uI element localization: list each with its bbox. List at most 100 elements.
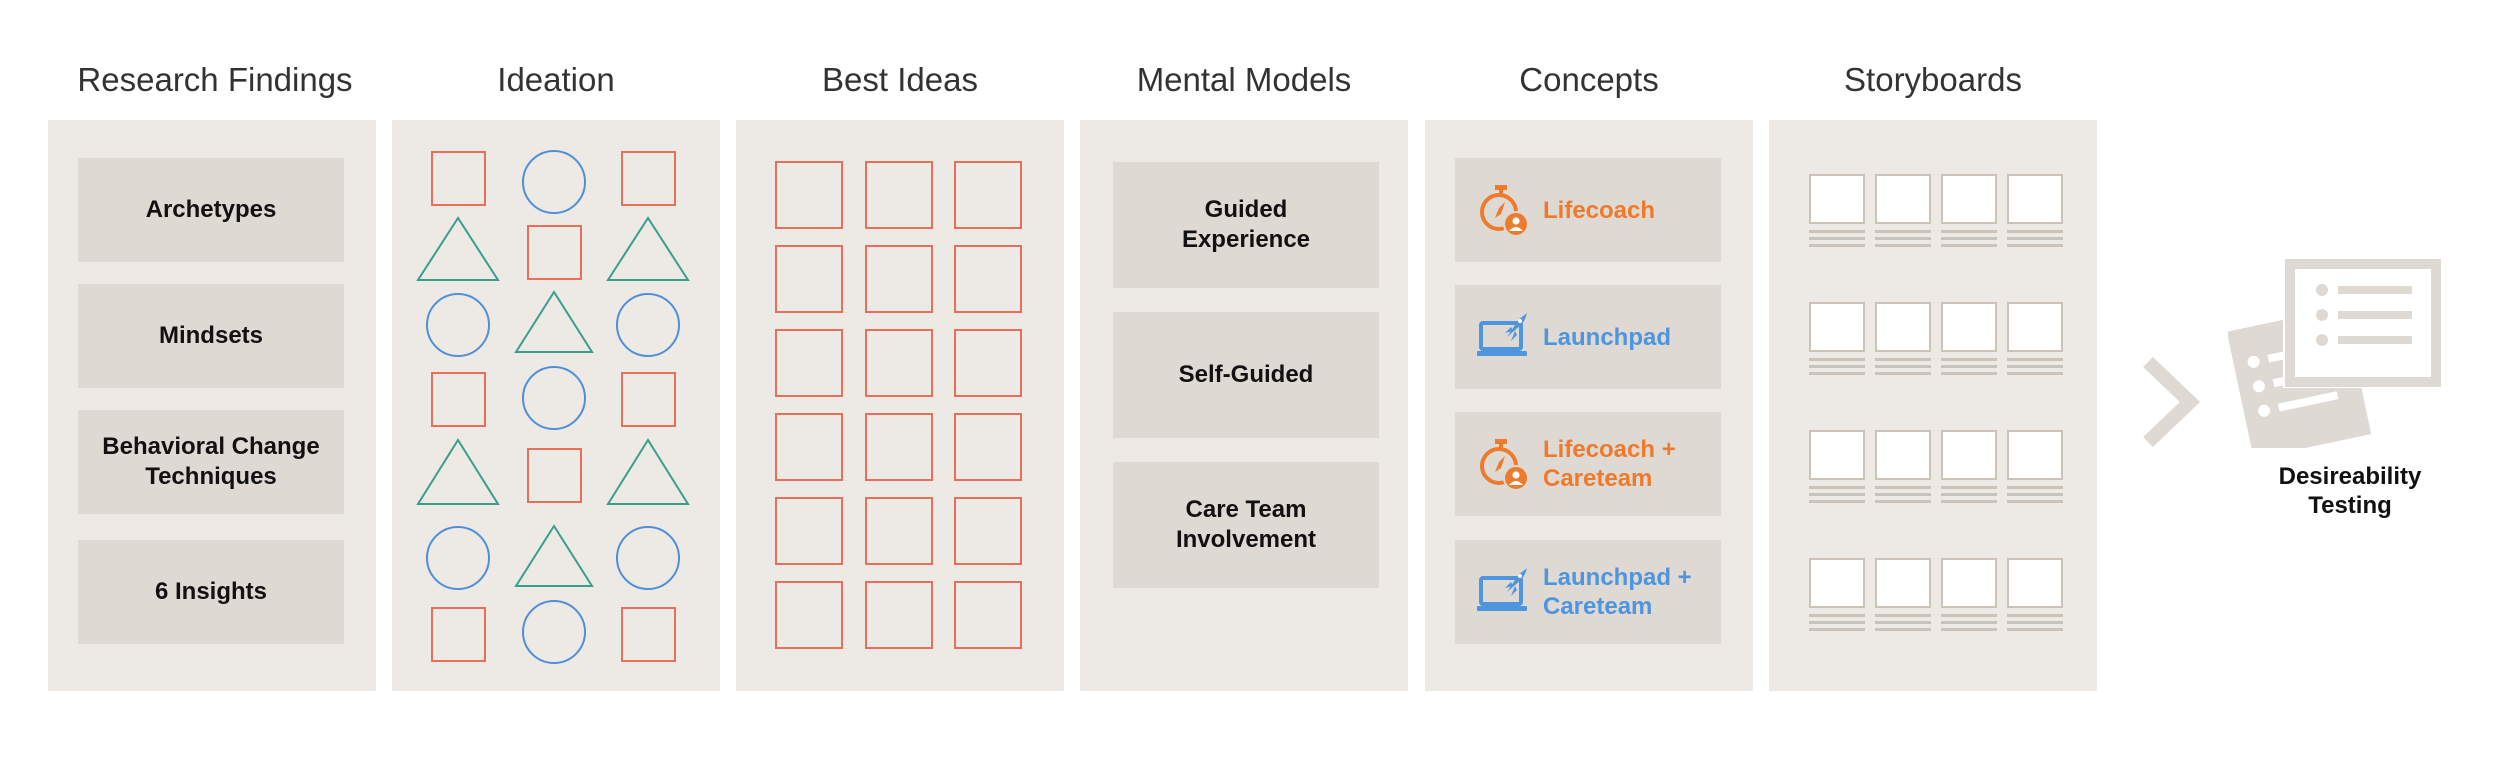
storyboard-frame: [1875, 430, 1931, 480]
idea-circle: [522, 600, 586, 664]
idea-circle: [616, 293, 680, 357]
storyboard-caption-line: [2007, 621, 2063, 624]
storyboard-frame: [2007, 174, 2063, 224]
concept-label-lifecoach: Lifecoach: [1543, 196, 1656, 224]
storyboard-caption-line: [2007, 230, 2063, 233]
storyboard-caption-line: [1809, 237, 1865, 240]
laptop-rocket-icon: [1477, 568, 1527, 611]
idea-square: [527, 448, 582, 503]
storyboards-panel: [1769, 120, 2097, 691]
storyboard-caption-line: [1875, 500, 1931, 503]
storyboard-caption-line: [1809, 365, 1865, 368]
research-card-mindsets: Mindsets: [78, 284, 344, 388]
storyboard-frame: [1941, 558, 1997, 608]
storyboard-caption-line: [1809, 230, 1865, 233]
chevron-right-icon: [2143, 356, 2200, 448]
best-idea-square: [775, 161, 843, 229]
best-idea-square: [775, 329, 843, 397]
storyboard-caption-line: [2007, 372, 2063, 375]
storyboard-caption-line: [1941, 621, 1997, 624]
research-findings-panel: Archetypes Mindsets Behavioral Change Te…: [48, 120, 376, 691]
storyboard-caption-line: [1875, 621, 1931, 624]
idea-triangle: [606, 216, 690, 281]
storyboard-caption-line: [1941, 358, 1997, 361]
storyboard-caption-line: [1875, 365, 1931, 368]
storyboard-caption-line: [1809, 628, 1865, 631]
storyboard-frame: [1809, 174, 1865, 224]
storyboard-caption-line: [1941, 486, 1997, 489]
concept-label-launchpad-careteam: Launchpad + Careteam: [1543, 564, 1692, 620]
storyboard-caption-line: [1809, 358, 1865, 361]
best-idea-square: [865, 581, 933, 649]
idea-square: [621, 151, 676, 206]
research-card-insights: 6 Insights: [78, 540, 344, 644]
storyboard-caption-line: [1875, 493, 1931, 496]
column-title-best-ideas: Best Ideas: [822, 61, 978, 98]
storyboard-frame: [2007, 558, 2063, 608]
storyboard-frame: [1875, 558, 1931, 608]
idea-circle: [522, 366, 586, 430]
storyboard-caption-line: [1941, 237, 1997, 240]
storyboard-caption-line: [1875, 372, 1931, 375]
best-idea-square: [775, 245, 843, 313]
best-idea-square: [865, 497, 933, 565]
stopwatch-person-icon: [1480, 439, 1529, 491]
concept-label-lifecoach-careteam: Lifecoach + Careteam: [1543, 436, 1676, 492]
best-idea-square: [954, 161, 1022, 229]
idea-square: [431, 151, 486, 206]
storyboard-caption-line: [1809, 621, 1865, 624]
best-ideas-panel: [736, 120, 1064, 691]
storyboard-caption-line: [1875, 628, 1931, 631]
column-title-ideation: Ideation: [497, 61, 615, 98]
research-card-archetypes: Archetypes: [78, 158, 344, 262]
storyboard-frame: [1875, 174, 1931, 224]
best-idea-square: [775, 497, 843, 565]
idea-triangle: [416, 438, 500, 505]
research-card-behavioral-change: Behavioral Change Techniques: [78, 410, 344, 514]
idea-circle: [426, 526, 490, 590]
storyboard-frame: [1809, 302, 1865, 352]
storyboard-caption-line: [2007, 614, 2063, 617]
idea-circle: [522, 150, 586, 214]
idea-square: [621, 372, 676, 427]
ideation-shapes: [416, 150, 690, 664]
storyboard-frame: [1941, 302, 1997, 352]
best-idea-square: [954, 329, 1022, 397]
storyboard-frame: [1809, 558, 1865, 608]
storyboard-frame: [2007, 430, 2063, 480]
best-idea-square: [775, 581, 843, 649]
mental-model-card-care-team: Care Team Involvement: [1113, 462, 1379, 588]
best-idea-square: [865, 413, 933, 481]
storyboard-caption-line: [1809, 500, 1865, 503]
best-idea-square: [865, 161, 933, 229]
storyboard-caption-line: [1875, 237, 1931, 240]
laptop-rocket-icon: [1477, 313, 1527, 356]
column-title-research: Research Findings: [77, 61, 353, 98]
storyboard-caption-line: [1809, 244, 1865, 247]
storyboard-caption-line: [1809, 493, 1865, 496]
storyboard-caption-line: [1941, 628, 1997, 631]
column-title-storyboards: Storyboards: [1844, 61, 2022, 98]
best-idea-square: [954, 497, 1022, 565]
storyboard-caption-line: [1941, 244, 1997, 247]
storyboard-frame: [2007, 302, 2063, 352]
storyboard-caption-line: [1875, 358, 1931, 361]
idea-triangle: [606, 438, 690, 505]
storyboard-caption-line: [1941, 372, 1997, 375]
storyboard-caption-line: [2007, 493, 2063, 496]
best-ideas-grid: [775, 161, 1022, 649]
storyboard-caption-line: [1875, 244, 1931, 247]
storyboard-caption-line: [2007, 486, 2063, 489]
storyboard-caption-line: [1875, 486, 1931, 489]
idea-triangle: [416, 216, 500, 281]
storyboard-frame: [1941, 174, 1997, 224]
idea-square: [621, 607, 676, 662]
storyboard-caption-line: [1941, 365, 1997, 368]
idea-square: [431, 607, 486, 662]
storyboard-caption-line: [1875, 614, 1931, 617]
mental-model-card-guided: Guided Experience: [1113, 162, 1379, 288]
ideation-panel: [392, 120, 720, 691]
storyboard-caption-line: [2007, 628, 2063, 631]
storyboard-caption-line: [2007, 365, 2063, 368]
idea-triangle: [514, 290, 594, 353]
